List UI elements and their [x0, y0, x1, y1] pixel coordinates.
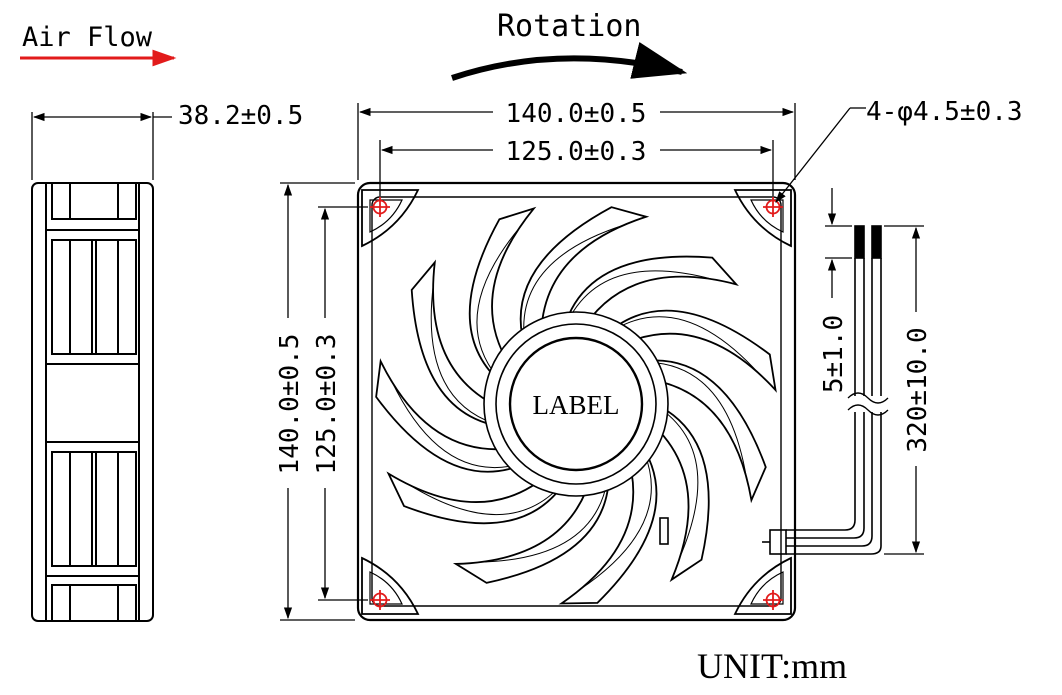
dim-depth: 38.2±0.5	[178, 101, 303, 131]
mount-hole-bottom-left	[370, 590, 390, 610]
airflow-label: Air Flow	[22, 22, 153, 53]
fan-blade-edge	[567, 270, 715, 321]
unit-label: UNIT:mm	[697, 646, 847, 686]
fan-blade	[558, 436, 658, 605]
hub-ring-circle	[495, 323, 657, 485]
fan-blade-edge	[648, 361, 747, 479]
dim-strip-length: 5±1.0	[819, 315, 849, 393]
fan-blade-edge	[523, 224, 626, 338]
fan-blade-edge	[578, 452, 652, 591]
fan-blade-edge	[659, 407, 699, 559]
cable-clip	[659, 517, 787, 555]
rotation-label: Rotation	[497, 9, 642, 44]
fan-blade-edge	[476, 226, 521, 377]
mount-hole-top-right	[763, 197, 783, 217]
dim-mount-holes: 4-φ4.5±0.3	[866, 97, 1023, 127]
mount-hole-top-left	[370, 197, 390, 217]
dim-height-hole: 125.0±0.3	[312, 334, 342, 475]
lead-dimension-lines	[825, 188, 924, 555]
fan-blade	[599, 309, 777, 393]
fan-blade-edge	[407, 483, 561, 516]
dimension-lines	[280, 103, 866, 621]
mount-holes	[370, 197, 783, 610]
lead-wires	[786, 225, 889, 555]
hub-label: LABEL	[533, 390, 620, 420]
fan-frame	[356, 181, 797, 622]
fan-blade	[643, 398, 710, 583]
fan-blade	[468, 206, 537, 390]
fan-blade-edge	[478, 481, 608, 563]
mount-hole-bottom-right	[763, 590, 783, 610]
rotation-arrow	[451, 42, 688, 81]
fan-blade-edge	[430, 284, 495, 425]
dim-width-outer: 140.0±0.5	[506, 99, 647, 129]
fan-blade-edge	[391, 380, 518, 469]
fan-blade-edge	[614, 316, 760, 375]
hub	[508, 336, 644, 472]
dim-width-hole: 125.0±0.3	[506, 137, 647, 167]
dim-lead-length: 320±10.0	[903, 327, 933, 452]
side-view	[31, 112, 172, 622]
dim-height-outer: 140.0±0.5	[275, 334, 305, 475]
fan-blade	[560, 255, 739, 337]
corner-brackets	[361, 189, 792, 615]
